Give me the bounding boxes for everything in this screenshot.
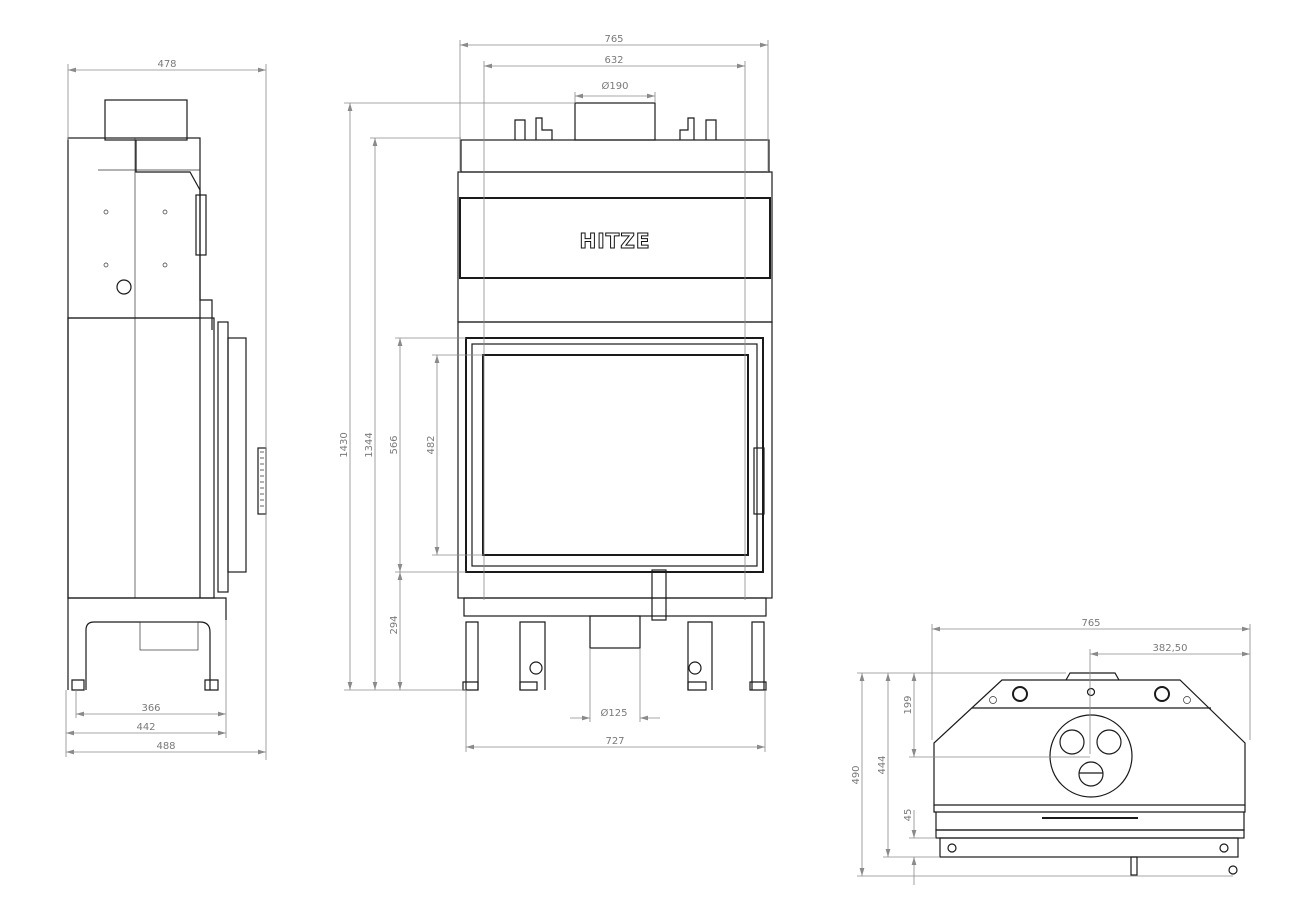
top-body-outline <box>933 672 1246 876</box>
dimension-feet-spacing: 366 <box>75 620 227 738</box>
dim-label-top-765: 765 <box>1081 618 1100 629</box>
dimension-feet-width: 727 <box>465 690 766 752</box>
dimension-flue-diameter: Ø190 <box>574 80 656 103</box>
dimension-air-inlet: Ø125 <box>570 648 660 722</box>
front-body-outline: HITZE <box>457 102 773 691</box>
dim-label-inlet-125: Ø125 <box>601 707 628 719</box>
brand-logo: HITZE <box>580 229 651 253</box>
dim-label-366: 366 <box>141 703 160 714</box>
side-body-outline <box>67 99 267 691</box>
dimension-flue-offset: 199 <box>903 673 1090 758</box>
dim-label-294: 294 <box>389 615 400 634</box>
front-view: HITZE 765 632 Ø190 <box>339 34 773 752</box>
dim-label-382-50: 382,50 <box>1153 643 1188 654</box>
dim-label-478: 478 <box>157 59 176 70</box>
dim-label-566: 566 <box>389 435 400 454</box>
dimension-top-body-depth: 444 <box>877 673 940 858</box>
dimension-body-height: 1344 <box>364 137 461 690</box>
dimension-depth-top: 478 <box>67 59 267 760</box>
dim-label-199: 199 <box>903 695 914 714</box>
dimension-total-depth: 488 <box>66 741 266 755</box>
dim-label-1344: 1344 <box>364 432 375 457</box>
dim-label-flue-190: Ø190 <box>602 80 629 92</box>
dim-label-444: 444 <box>877 755 888 774</box>
dimension-total-width: 765 <box>459 34 769 172</box>
dimension-base-depth: 442 <box>65 690 226 757</box>
dim-label-727: 727 <box>605 736 624 747</box>
dimension-total-height: 1430 <box>339 102 575 691</box>
dim-label-45: 45 <box>903 809 914 822</box>
dim-label-765: 765 <box>604 34 623 45</box>
dim-label-488: 488 <box>156 741 175 752</box>
dimension-door-height: 566 <box>389 337 466 573</box>
dim-label-442: 442 <box>136 722 155 733</box>
dim-label-1430: 1430 <box>339 432 350 457</box>
dimension-glass-height: 482 <box>426 354 483 556</box>
dim-label-632: 632 <box>604 55 623 66</box>
dimension-top-half-width: 382,50 <box>1089 643 1250 754</box>
side-view: 478 366 442 488 <box>65 59 267 760</box>
dimension-top-total-depth: 490 <box>851 672 1233 877</box>
dimension-inner-width: 632 <box>483 55 746 600</box>
dim-label-490: 490 <box>851 765 862 784</box>
dim-label-482: 482 <box>426 435 437 454</box>
dimension-top-total-width: 765 <box>931 618 1251 740</box>
dimension-base-height: 294 <box>389 572 403 690</box>
dimension-door-depth: 45 <box>903 809 936 885</box>
top-view: 765 382,50 490 444 199 45 <box>851 618 1251 885</box>
